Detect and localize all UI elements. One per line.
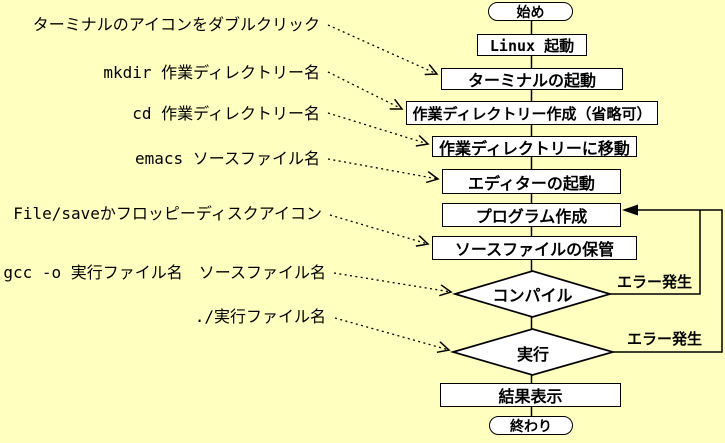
annotation-arrow-save <box>329 214 428 244</box>
flow-node-terminal-start: ターミナルの起動 <box>441 68 623 90</box>
flow-node-show-result: 結果表示 <box>440 383 621 407</box>
annotation-emacs-command: emacs ソースファイル名 <box>135 149 320 168</box>
run-error-label: エラー発生 <box>627 331 703 348</box>
annotation-gcc-command: gcc -o 実行ファイル名 ソースファイル名 <box>3 263 326 282</box>
flow-node-end: 終わり <box>489 416 573 435</box>
annotation-arrow-emacs <box>327 158 438 179</box>
annotation-cd-command: cd 作業ディレクトリー名 <box>132 104 320 123</box>
annotation-arrow-cd <box>327 112 428 144</box>
annotation-arrow-mkdir <box>327 71 402 109</box>
compile-error-feedback-line <box>610 210 701 295</box>
annotation-mkdir-command: mkdir 作業ディレクトリー名 <box>103 63 320 82</box>
flow-node-run-label: 実行 <box>516 346 549 364</box>
run-decision-diamond <box>449 328 617 376</box>
run-error-feedback-line <box>613 209 723 353</box>
feedback-arrowhead-icon <box>622 204 638 216</box>
flow-node-linux-boot: Linux 起動 <box>477 34 587 56</box>
annotation-arrow-run <box>334 317 449 350</box>
flow-node-create-program: プログラム作成 <box>442 203 621 227</box>
annotation-file-save: File/saveかフロッピーディスクアイコン <box>13 204 322 223</box>
flow-node-save-source: ソースファイルの保管 <box>432 236 637 260</box>
flow-node-compile-label: コンパイル <box>492 288 573 305</box>
annotation-arrow-terminal <box>327 24 437 74</box>
flow-node-start: 始め <box>488 2 573 21</box>
compile-decision-diamond <box>452 270 613 318</box>
flow-node-editor-start: エディターの起動 <box>442 169 621 194</box>
compile-error-label: エラー発生 <box>617 274 693 291</box>
annotation-arrow-gcc <box>333 272 451 292</box>
annotation-run-command: ./実行ファイル名 <box>194 307 326 326</box>
flow-node-move-directory: 作業ディレクトリーに移動 <box>432 136 637 158</box>
flow-node-make-directory: 作業ディレクトリー作成（省略可） <box>406 101 658 125</box>
annotation-terminal-doubleclick: ターミナルのアイコンをダブルクリック <box>32 15 320 34</box>
